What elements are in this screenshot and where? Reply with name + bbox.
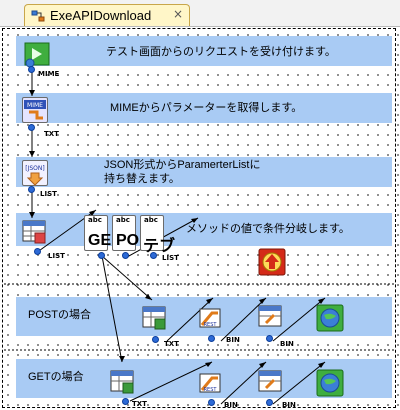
abc-label: abc xyxy=(144,216,158,224)
mime-node[interactable]: MIME xyxy=(22,97,48,123)
table-icon xyxy=(22,220,46,244)
rest-icon: REST xyxy=(199,373,221,393)
convert-icon xyxy=(258,305,282,327)
table-icon xyxy=(110,370,134,394)
rest-node-label: REST xyxy=(204,387,218,393)
canvas-frame xyxy=(2,28,396,408)
port-label-txt: TXT xyxy=(44,130,59,138)
port-dot[interactable] xyxy=(28,66,35,73)
band-request-text: テスト画面からのリクエストを受け付けます。 xyxy=(106,46,336,58)
port-dot[interactable] xyxy=(266,399,273,406)
band-branch-text: メソッドの値で条件分岐します。 xyxy=(186,223,350,235)
band-post-text: POSTの場合 xyxy=(28,309,91,321)
globe-icon xyxy=(316,369,344,397)
mime-node-label: MIME xyxy=(27,102,43,109)
tab-title: ExeAPIDownload xyxy=(50,8,152,23)
port-dot[interactable] xyxy=(152,336,159,343)
flow-icon xyxy=(31,10,45,21)
branch-node-post[interactable]: abc xyxy=(112,215,136,251)
post-table-node[interactable] xyxy=(142,306,168,332)
json-node-label: [JSON] xyxy=(25,165,44,172)
port-dot[interactable] xyxy=(28,124,35,131)
tab-exeapidownload[interactable]: ExeAPIDownload × xyxy=(24,4,190,26)
branch-label-default: テブ xyxy=(143,238,176,255)
json-icon: [JSON] xyxy=(25,165,45,186)
abc-label: abc xyxy=(88,216,102,224)
get-convert-node[interactable] xyxy=(258,370,284,396)
globe-icon xyxy=(316,304,344,332)
band-json xyxy=(16,157,392,187)
port-label-txt: TXT xyxy=(132,400,147,408)
close-icon[interactable]: × xyxy=(172,7,183,21)
branch-node-get[interactable]: abc xyxy=(84,215,108,251)
port-label-mime: MIME xyxy=(38,70,60,78)
request-node[interactable] xyxy=(24,42,50,68)
mime-icon: MIME xyxy=(24,100,46,120)
port-dot[interactable] xyxy=(208,399,215,406)
port-label-bin: BIN xyxy=(224,401,238,409)
exit-arrow-icon xyxy=(258,248,286,276)
port-label-bin: BIN xyxy=(226,336,240,344)
port-dot[interactable] xyxy=(208,335,215,342)
band-json-text: JSON形式からParamerterListに 持ち替えます。 xyxy=(104,159,261,185)
list-node[interactable] xyxy=(22,220,48,246)
port-label-txt: TXT xyxy=(164,340,179,348)
port-dot[interactable] xyxy=(122,252,129,259)
band-mime xyxy=(16,93,392,123)
table-icon xyxy=(142,306,166,330)
screen-icon xyxy=(24,42,50,68)
tab-bar: ExeAPIDownload × xyxy=(0,0,400,27)
convert-icon xyxy=(258,370,282,392)
port-label-bin: BIN xyxy=(282,401,296,409)
post-rest-node[interactable]: REST xyxy=(198,305,224,331)
band-branch xyxy=(16,213,392,246)
port-dot[interactable] xyxy=(28,186,35,193)
port-label-list: LIST xyxy=(162,254,179,262)
port-dot[interactable] xyxy=(122,398,129,405)
rest-icon: REST xyxy=(199,308,221,328)
port-label-bin: BIN xyxy=(280,340,294,348)
post-convert-node[interactable] xyxy=(258,305,284,331)
band-mime-text: MIMEからパラメーターを取得します。 xyxy=(110,102,303,114)
port-dot[interactable] xyxy=(266,335,273,342)
branch-node-default[interactable]: abc xyxy=(140,215,164,251)
port-label-list: LIST xyxy=(48,252,65,260)
rest-node-label: REST xyxy=(204,322,218,328)
band-request xyxy=(16,36,392,66)
port-dot[interactable] xyxy=(34,248,41,255)
get-response-node[interactable] xyxy=(316,369,344,397)
exit-node[interactable] xyxy=(258,248,286,276)
get-rest-node[interactable]: REST xyxy=(198,370,224,396)
port-dot[interactable] xyxy=(98,252,105,259)
post-response-node[interactable] xyxy=(316,304,344,332)
port-dot[interactable] xyxy=(150,252,157,259)
band-get-text: GETの場合 xyxy=(28,371,84,383)
port-label-list: LIST xyxy=(40,190,57,198)
json-node[interactable]: [JSON] xyxy=(22,160,48,186)
branch-label-post: PO xyxy=(116,232,140,249)
abc-label: abc xyxy=(116,216,130,224)
branch-label-get: GE xyxy=(88,232,112,249)
get-table-node[interactable] xyxy=(110,370,136,396)
